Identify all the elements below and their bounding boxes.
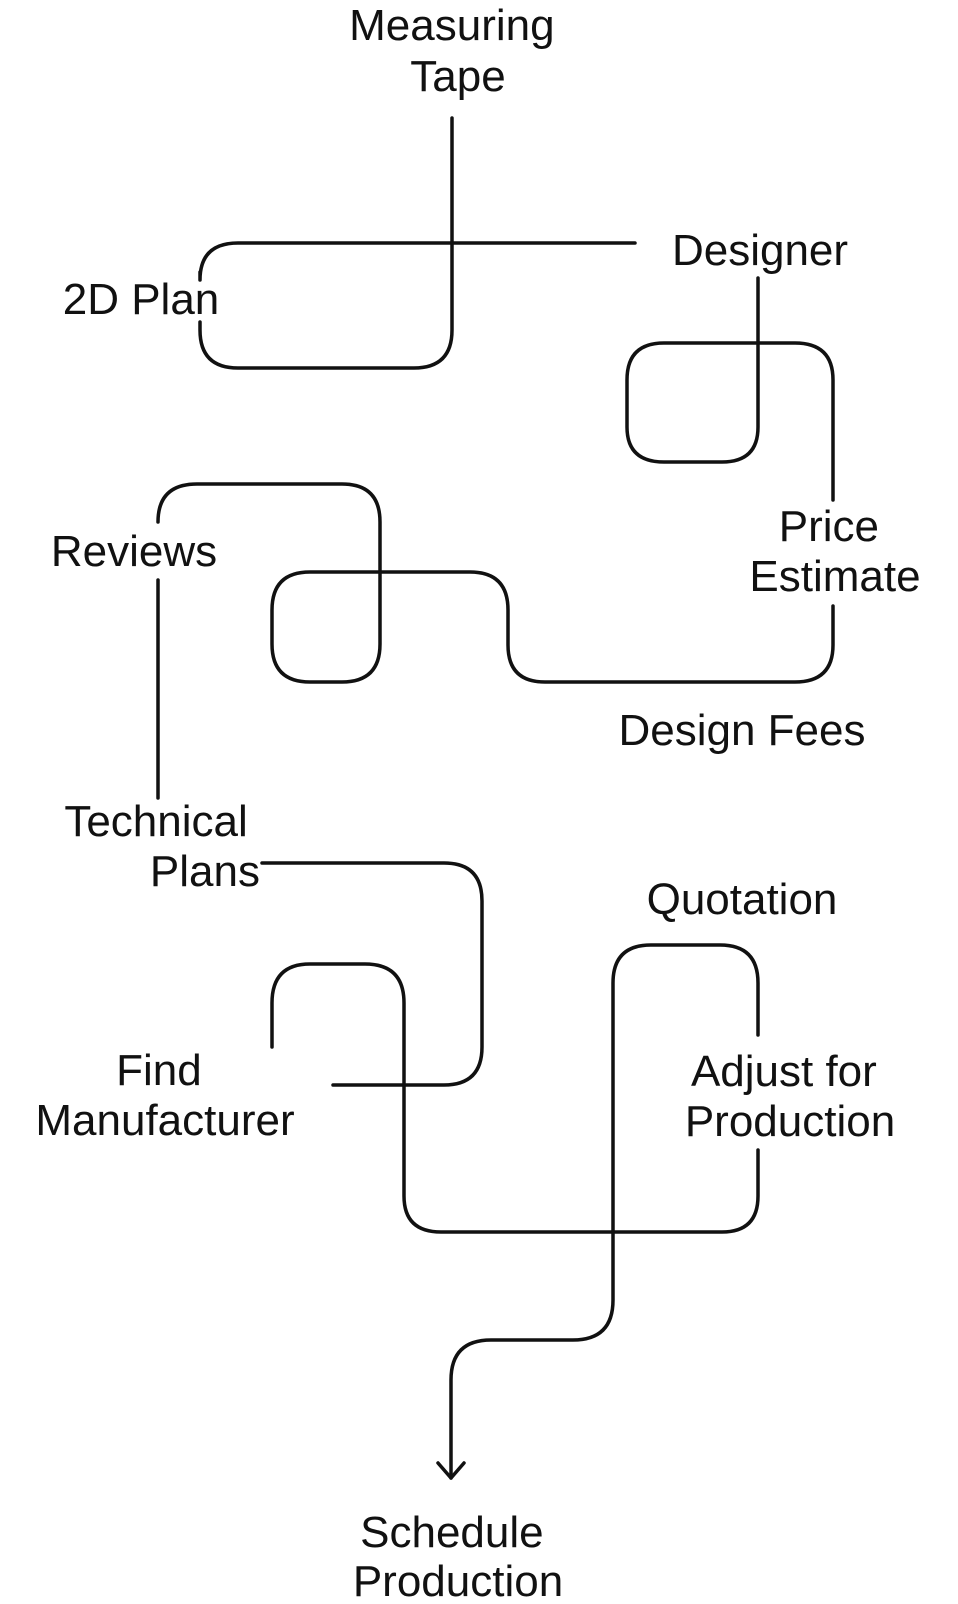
connector-price-estimate-to-reviews bbox=[156, 482, 835, 684]
step-designer: Designer bbox=[672, 226, 848, 275]
step-technical-plans: Technical Plans bbox=[64, 797, 260, 896]
step-measuring-tape: Measuring Tape bbox=[349, 1, 567, 101]
connector-designer-to-price-estimate bbox=[625, 276, 835, 502]
step-quotation: Quotation bbox=[647, 875, 838, 924]
arrowhead-to-schedule-production bbox=[436, 1461, 466, 1480]
step-design-fees: Design Fees bbox=[618, 706, 865, 755]
connector-measuring-tape-to-2d-plan bbox=[198, 116, 454, 370]
step-labels: Measuring Tape Designer 2D Plan Price Es… bbox=[35, 1, 920, 1604]
connector-adjust-for-production-to-quotation bbox=[449, 943, 760, 1480]
step-2d-plan: 2D Plan bbox=[63, 275, 220, 324]
connector-lines bbox=[156, 116, 835, 1480]
connector-2d-plan-to-designer bbox=[198, 241, 637, 282]
step-reviews: Reviews bbox=[51, 527, 217, 576]
connector-technical-plans-to-find-manufacturer bbox=[260, 861, 484, 1087]
step-find-manufacturer: Find Manufacturer bbox=[35, 1046, 294, 1145]
step-price-estimate: Price Estimate bbox=[749, 502, 920, 601]
connector-find-manufacturer-to-adjust-for-production bbox=[270, 962, 760, 1234]
step-schedule-production: Schedule Production bbox=[353, 1508, 563, 1604]
step-adjust-for-production: Adjust for Production bbox=[685, 1047, 895, 1146]
